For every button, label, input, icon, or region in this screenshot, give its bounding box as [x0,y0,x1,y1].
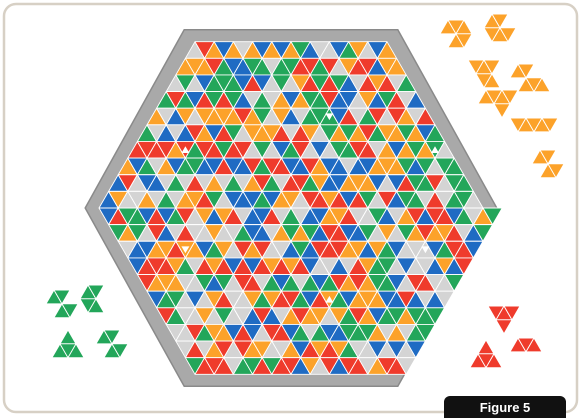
figure-caption: Figure 5 [444,396,566,418]
